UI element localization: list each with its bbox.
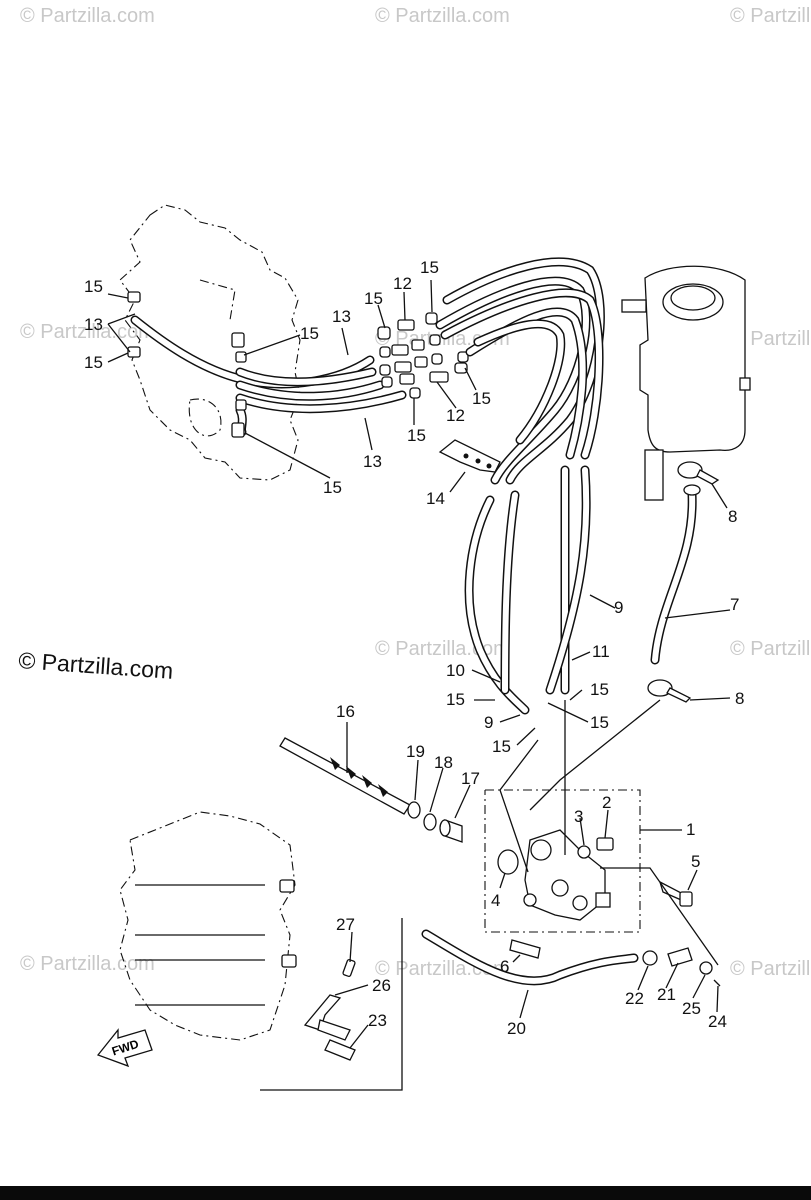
callout-4: 4: [491, 891, 500, 910]
callout-15: 15: [590, 680, 609, 699]
callout-2: 2: [602, 793, 611, 812]
callout-16: 16: [336, 702, 355, 721]
pump-linkage: [421, 929, 721, 987]
callout-15: 15: [420, 258, 439, 277]
callout-7: 7: [730, 595, 739, 614]
hose-clamp-14: [438, 439, 501, 473]
callout-10: 10: [446, 661, 465, 680]
callout-15: 15: [407, 426, 426, 445]
partzilla-watermark: © Partzilla.com: [18, 647, 174, 684]
callout-15: 15: [590, 713, 609, 732]
drive-shaft-16: [279, 737, 463, 843]
callout-24: 24: [708, 1012, 727, 1031]
callout-15: 15: [300, 324, 319, 343]
watermark-text: © Partzilla.com: [20, 321, 155, 343]
callout-12: 12: [393, 274, 412, 293]
watermark-text: © Partzilla.com: [730, 5, 811, 27]
callout-15: 15: [84, 353, 103, 372]
callout-8: 8: [735, 689, 744, 708]
callout-15: 15: [472, 389, 491, 408]
connector-group: [377, 312, 469, 399]
callout-23: 23: [368, 1011, 387, 1030]
callout-8: 8: [728, 507, 737, 526]
hose-7: [647, 461, 720, 703]
engine-fittings: [127, 291, 247, 438]
callout-18: 18: [434, 753, 453, 772]
callout-9: 9: [484, 713, 493, 732]
callout-6: 6: [500, 957, 509, 976]
callout-13: 13: [332, 307, 351, 326]
callout-3: 3: [574, 807, 583, 826]
callout-25: 25: [682, 999, 701, 1018]
watermark-text: © Partzilla.com: [730, 328, 811, 350]
callout-15: 15: [364, 289, 383, 308]
callout-9: 9: [614, 598, 623, 617]
bottom-border-bar: [0, 1186, 811, 1200]
callout-20: 20: [507, 1019, 526, 1038]
callout-13: 13: [363, 452, 382, 471]
callout-5: 5: [691, 852, 700, 871]
engine-block-upper: [119, 204, 301, 481]
callout-19: 19: [406, 742, 425, 761]
oil-pump-assembly: [484, 789, 693, 933]
leader-lines: [107, 279, 731, 1091]
callout-21: 21: [657, 985, 676, 1004]
long-hoses: [435, 257, 605, 715]
callout-labels: 15 13 15 15 13 15 12 15 15 12 15 13 15 1…: [84, 258, 744, 1038]
callout-12: 12: [446, 406, 465, 425]
callout-26: 26: [372, 976, 391, 995]
watermark-text: © Partzilla.com: [375, 638, 510, 660]
callout-11: 11: [592, 642, 610, 661]
callout-27: 27: [336, 915, 355, 934]
watermark-text: © Partzilla.com: [20, 953, 155, 975]
watermark-text: © Partzilla.com: [730, 638, 811, 660]
engine-block-lower: [119, 811, 297, 1041]
callout-14: 14: [426, 489, 445, 508]
callout-13: 13: [84, 315, 103, 334]
watermark-text: © Partzilla.com: [375, 5, 510, 27]
callout-15: 15: [446, 690, 465, 709]
callout-17: 17: [461, 769, 480, 788]
watermark-text: © Partzilla.com: [730, 958, 811, 980]
callout-1: 1: [686, 820, 695, 839]
oil-tank: [621, 265, 751, 501]
fwd-arrow: FWD: [96, 1028, 153, 1068]
callout-15: 15: [492, 737, 511, 756]
watermark-text: © Partzilla.com: [20, 5, 155, 27]
hose-13-bundle: [130, 315, 407, 437]
callout-22: 22: [625, 989, 644, 1008]
watermark-group: © Partzilla.com © Partzilla.com © Partzi…: [20, 5, 811, 980]
throttle-linkage: [303, 959, 356, 1061]
callout-15: 15: [84, 277, 103, 296]
callout-15: 15: [323, 478, 342, 497]
